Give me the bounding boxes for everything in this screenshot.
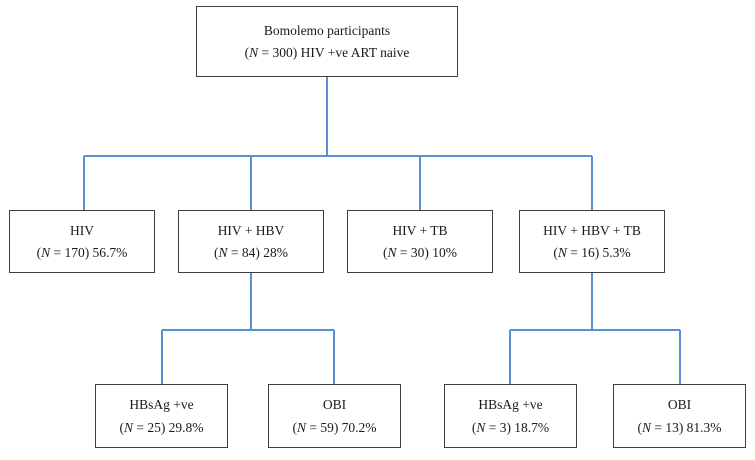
node-hiv-detail: (N = 170) 56.7% — [36, 245, 128, 260]
node-hbsag-right: HBsAg +ve (N = 3) 18.7% — [444, 384, 577, 448]
n-symbol: N — [41, 245, 51, 260]
node-hiv-tb: HIV + TB (N = 30) 10% — [347, 210, 493, 273]
n-symbol: N — [249, 45, 259, 60]
n-symbol: N — [123, 419, 133, 435]
node-hiv: HIV (N = 170) 56.7% — [9, 210, 155, 273]
node-hiv-hbv-label: HIV + HBV — [217, 222, 285, 238]
node-root-detail: (N = 300) HIV +ve ART naive — [244, 45, 410, 60]
node-obi-left: OBI (N = 59) 70.2% — [268, 384, 401, 448]
node-hbsag-left-label: HBsAg +ve — [129, 397, 194, 412]
n-symbol: N — [218, 245, 228, 260]
n-symbol: N — [641, 419, 651, 435]
node-obi-right-detail: (N = 13) 81.3% — [637, 419, 722, 435]
n-symbol: N — [557, 245, 567, 260]
node-hbsag-right-label: HBsAg +ve — [478, 397, 543, 412]
node-hbsag-left: HBsAg +ve (N = 25) 29.8% — [95, 384, 228, 448]
node-hbsag-right-detail: (N = 3) 18.7% — [471, 419, 550, 435]
node-obi-right: OBI (N = 13) 81.3% — [613, 384, 746, 448]
node-hiv-hbv-tb-label: HIV + HBV + TB — [543, 222, 641, 238]
n-symbol: N — [476, 419, 486, 435]
node-hiv-hbv-detail: (N = 84) 28% — [214, 245, 288, 260]
node-hiv-hbv-tb: HIV + HBV + TB (N = 16) 5.3% — [519, 210, 665, 273]
node-obi-left-label: OBI — [322, 397, 347, 412]
node-hiv-hbv: HIV + HBV (N = 84) 28% — [178, 210, 324, 273]
node-root: Bomolemo participants (N = 300) HIV +ve … — [196, 6, 458, 77]
node-hiv-hbv-tb-detail: (N = 16) 5.3% — [553, 245, 631, 260]
node-hiv-tb-detail: (N = 30) 10% — [383, 245, 457, 260]
node-obi-right-label: OBI — [667, 397, 692, 412]
node-root-label: Bomolemo participants — [263, 22, 391, 38]
n-symbol: N — [296, 419, 306, 435]
node-hiv-label: HIV — [70, 222, 94, 238]
node-hiv-tb-label: HIV + TB — [392, 222, 448, 238]
n-symbol: N — [387, 245, 397, 260]
node-hbsag-left-detail: (N = 25) 29.8% — [119, 419, 204, 435]
node-obi-left-detail: (N = 59) 70.2% — [292, 419, 377, 435]
